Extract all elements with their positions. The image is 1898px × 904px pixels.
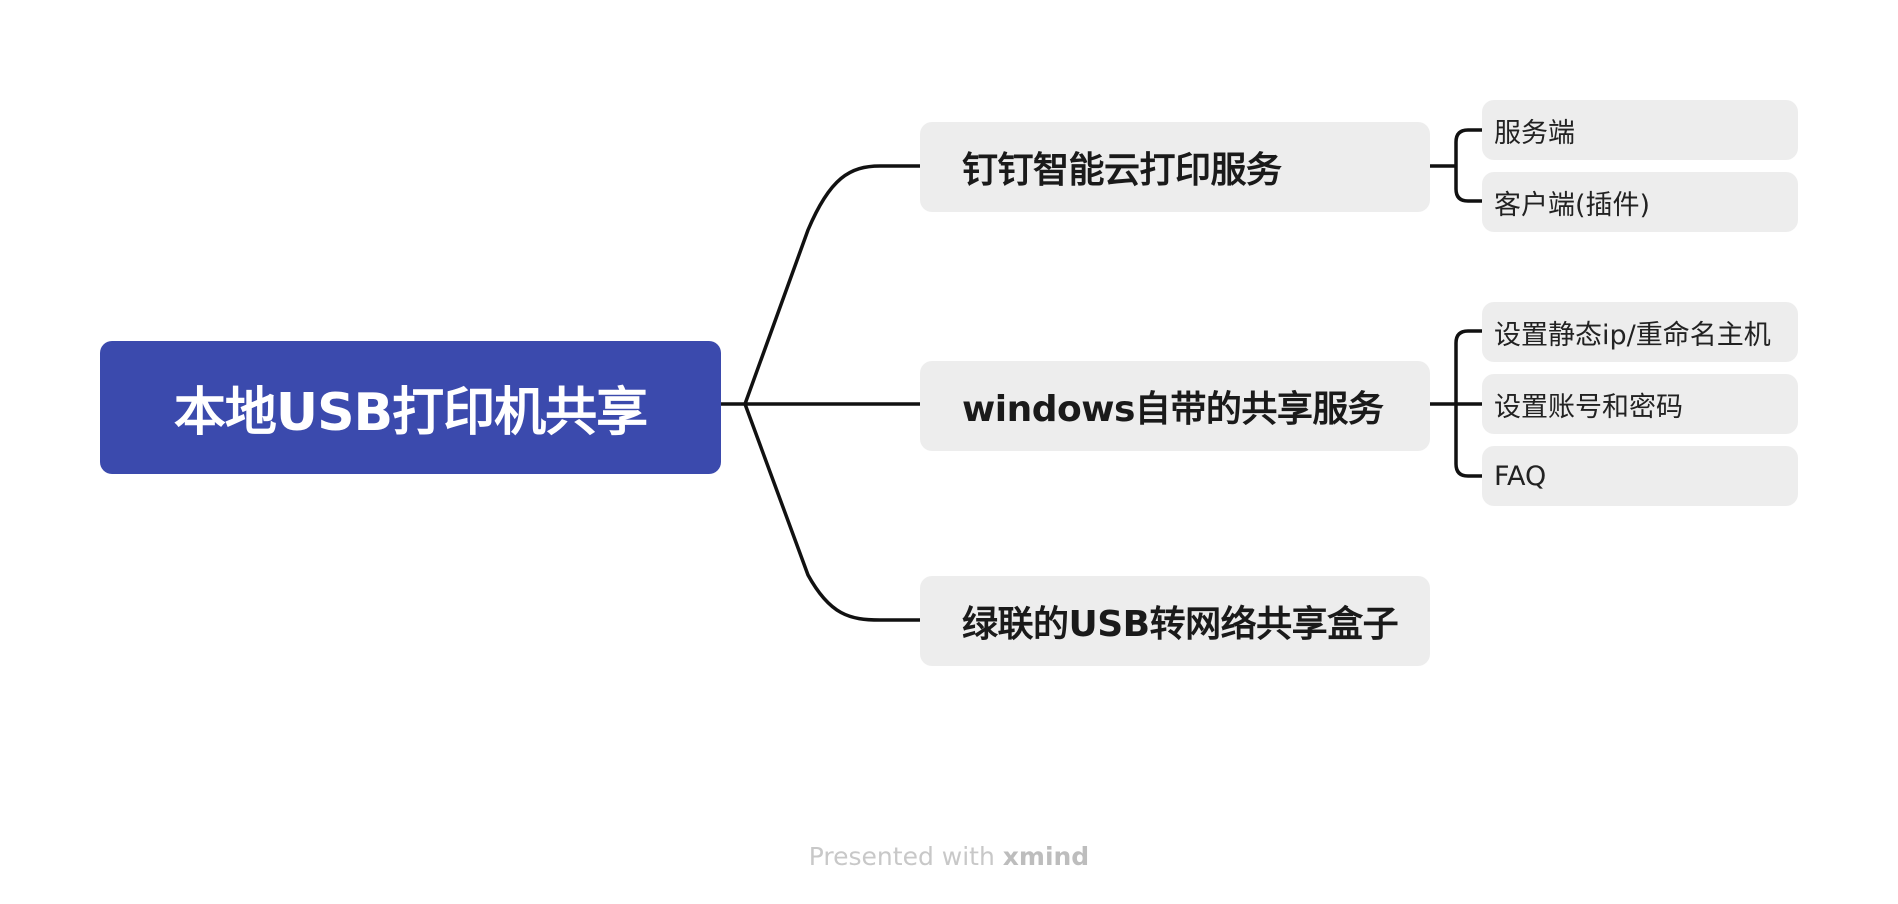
connector-bracket-1 bbox=[1428, 128, 1484, 203]
root-topic-label: 本地USB打印机共享 bbox=[173, 383, 648, 443]
connector-branch-3 bbox=[743, 402, 922, 622]
subtopic-label: 客户端(插件) bbox=[1494, 189, 1651, 221]
main-topic-label: windows自带的共享服务 bbox=[962, 389, 1384, 430]
subtopic-client[interactable]: 客户端(插件) bbox=[1482, 172, 1798, 232]
subtopic-static-ip[interactable]: 设置静态ip/重命名主机 bbox=[1482, 302, 1798, 362]
connector-bracket-2 bbox=[1428, 329, 1484, 478]
footer-credit: Presented with xmind bbox=[0, 842, 1898, 871]
main-topic-label: 绿联的USB转网络共享盒子 bbox=[962, 604, 1399, 645]
connector-branch-1 bbox=[743, 164, 922, 406]
subtopic-account-password[interactable]: 设置账号和密码 bbox=[1482, 374, 1798, 434]
main-topic-dingtalk[interactable]: 钉钉智能云打印服务 bbox=[920, 122, 1430, 212]
subtopic-label: 服务端 bbox=[1494, 117, 1575, 149]
root-topic[interactable]: 本地USB打印机共享 bbox=[100, 341, 721, 474]
main-topic-windows[interactable]: windows自带的共享服务 bbox=[920, 361, 1430, 451]
main-topic-label: 钉钉智能云打印服务 bbox=[962, 150, 1282, 191]
subtopic-server[interactable]: 服务端 bbox=[1482, 100, 1798, 160]
footer-prefix: Presented with bbox=[808, 842, 995, 871]
subtopic-faq[interactable]: FAQ bbox=[1482, 446, 1798, 506]
subtopic-label: 设置账号和密码 bbox=[1494, 391, 1683, 423]
main-topic-ugreen[interactable]: 绿联的USB转网络共享盒子 bbox=[920, 576, 1430, 666]
subtopic-label: FAQ bbox=[1494, 460, 1547, 492]
footer-brand[interactable]: xmind bbox=[1002, 842, 1090, 871]
subtopic-label: 设置静态ip/重命名主机 bbox=[1494, 319, 1771, 351]
